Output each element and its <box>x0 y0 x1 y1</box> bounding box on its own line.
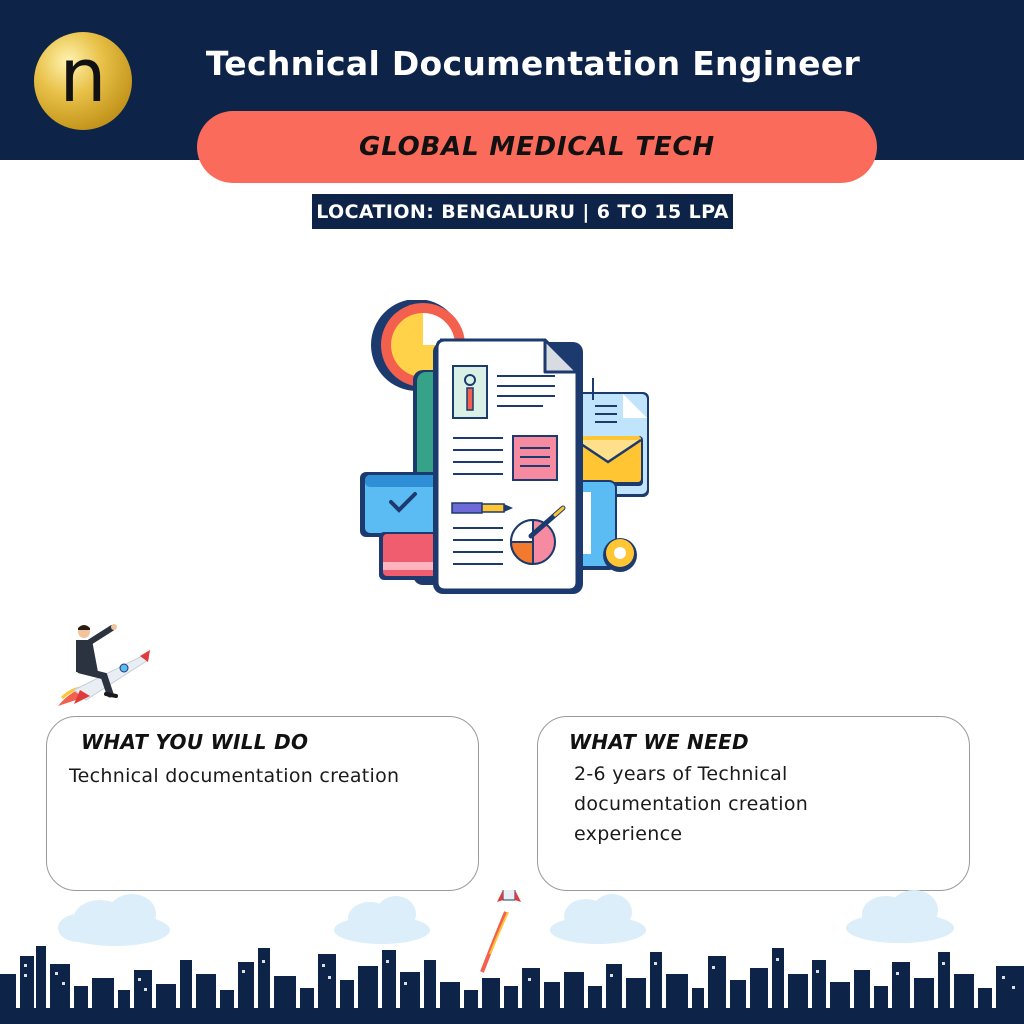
businessman-rocket-icon <box>58 624 150 706</box>
what-we-need-card: WHAT WE NEED 2-6 years of Technical docu… <box>537 716 970 891</box>
cloud-icon <box>58 894 170 946</box>
what-you-will-do-card: WHAT YOU WILL DO Technical documentation… <box>46 716 479 891</box>
what-you-will-do-text: Technical documentation creation <box>69 765 400 787</box>
what-we-need-text: 2-6 years of Technical documentation cre… <box>574 763 809 845</box>
location-text: LOCATION: BENGALURU | 6 TO 15 LPA <box>316 200 729 223</box>
what-you-will-do-heading: WHAT YOU WILL DO <box>81 730 309 754</box>
what-we-need-heading: WHAT WE NEED <box>569 730 749 754</box>
cloud-icon <box>334 896 430 944</box>
rocket-icon <box>480 890 521 973</box>
brand-logo: n <box>34 32 132 130</box>
job-title: Technical Documentation Engineer <box>205 44 861 83</box>
city-skyline-icon <box>0 890 1024 1024</box>
location-badge: LOCATION: BENGALURU | 6 TO 15 LPA <box>312 194 733 229</box>
company-name: GLOBAL MEDICAL TECH <box>359 132 715 162</box>
cloud-icon <box>846 890 954 943</box>
documents-illustration-icon <box>360 300 649 594</box>
company-pill: GLOBAL MEDICAL TECH <box>197 111 877 183</box>
logo-letter: n <box>59 33 107 119</box>
cloud-icon <box>550 894 646 944</box>
